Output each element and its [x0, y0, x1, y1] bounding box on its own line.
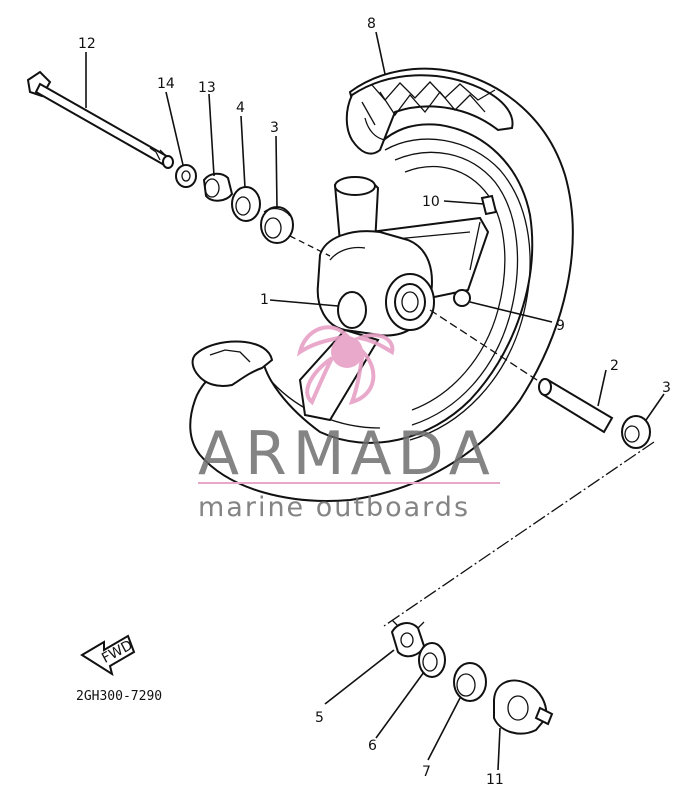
callout-11: 11: [486, 772, 504, 788]
callout-4: 4: [236, 100, 245, 116]
callout-10: 10: [422, 194, 440, 210]
callout-14: 14: [157, 76, 175, 92]
callout-2: 2: [610, 358, 619, 374]
callout-9: 9: [556, 318, 565, 334]
callout-13: 13: [198, 80, 216, 96]
wheel-rim: [189, 67, 574, 502]
callout-8: 8: [367, 16, 376, 32]
armada-watermark: ARMADA marine outboards: [198, 325, 500, 523]
watermark-tagline: marine outboards: [198, 492, 470, 523]
watermark-brand: ARMADA: [198, 419, 496, 489]
fwd-direction-arrow: FWD: [80, 634, 136, 677]
leader-lines: [85, 31, 665, 771]
propeller-logo-icon: [296, 325, 395, 406]
front-axle: [26, 70, 174, 169]
callout-labels: 8 12 14 13 4 3 10 1 9 2 3 5 6 7 11: [78, 16, 671, 788]
callout-12: 12: [78, 36, 96, 52]
callout-1: 1: [260, 292, 269, 308]
lower-meter-parts: [390, 619, 554, 735]
right-hub-parts: [453, 194, 651, 449]
callout-6: 6: [368, 738, 377, 754]
diagram-part-code: 2GH300-7290: [76, 689, 162, 704]
callout-5: 5: [315, 710, 324, 726]
callout-3-left: 3: [270, 120, 279, 136]
callout-3-right: 3: [662, 380, 671, 396]
left-hub-parts: [175, 164, 294, 244]
callout-7: 7: [422, 764, 431, 780]
